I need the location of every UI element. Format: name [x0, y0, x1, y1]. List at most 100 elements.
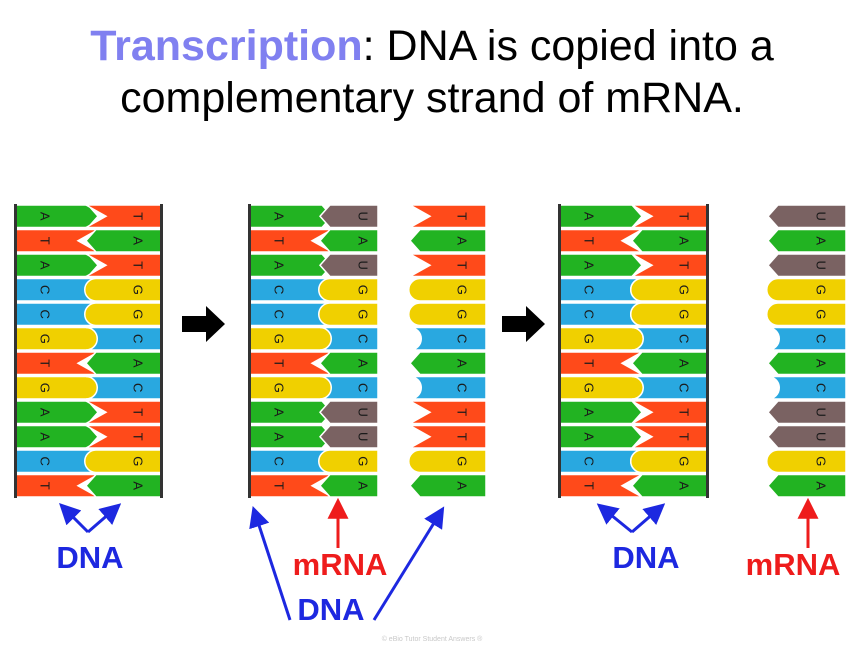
panel2-mrna-base-8 — [318, 400, 379, 425]
panel3-mrna-base-9 — [766, 424, 847, 449]
panel3-mrna-base-label-6: A — [814, 359, 829, 368]
pointer-arrows — [59, 497, 819, 621]
panel3-left-base-11 — [559, 473, 645, 498]
panel2-mrna-base-6 — [318, 351, 379, 376]
panel3-left-base-label-0: A — [582, 212, 597, 221]
panel2-free-dna-base-8 — [407, 400, 487, 425]
panel3-mrna-base-8 — [766, 400, 847, 425]
title-line1-rest: : DNA is copied into a — [362, 22, 774, 70]
panel2-mrna-base-label-9: U — [356, 432, 371, 441]
panel2-free-dna-base-3 — [408, 277, 487, 302]
panel3-right-base-label-7: C — [677, 383, 692, 392]
panel1-right-base-label-0: T — [131, 212, 146, 220]
panel1-backbone-left — [14, 204, 17, 498]
panel3-left-base-8 — [559, 400, 644, 425]
panel3-left-base-label-11: T — [582, 482, 597, 490]
panel1-right-base-label-1: A — [131, 236, 146, 245]
panel3-right-base-label-1: A — [677, 236, 692, 245]
dna-pointer-2a — [249, 506, 292, 621]
panel2-dna-base-label-11: T — [272, 482, 287, 490]
panel3-right-base-4 — [630, 302, 709, 327]
panel3-right-base-label-9: T — [677, 433, 692, 441]
panel3-right-base-5 — [631, 326, 709, 351]
panel1-right-base-1 — [84, 228, 163, 253]
dna-pointer-2b — [372, 506, 445, 621]
panel2-dna-base-label-1: T — [272, 237, 287, 245]
panel2-free-dna-base-5 — [409, 326, 487, 351]
panel2-dna-base-label-8: A — [272, 408, 287, 417]
panel1-left-base-label-4: C — [38, 310, 53, 319]
panel3-right-base-9 — [629, 424, 709, 449]
panel3-right-base-label-8: T — [677, 408, 692, 416]
panel2-dna-base-label-5: G — [272, 334, 287, 344]
panel2-free-dna-base-9 — [407, 424, 487, 449]
panel2-dna-base-label-3: C — [272, 285, 287, 294]
panel2-mrna-base-label-6: A — [356, 359, 371, 368]
panel3-mrna-base-label-11: A — [814, 481, 829, 490]
credit-text: © eBio Tutor Student Answers ® — [382, 635, 483, 643]
panel3-mrna-base-2 — [766, 253, 847, 278]
panel2-dna-base-label-10: C — [272, 457, 287, 466]
panel2-free-dna-base-7 — [409, 375, 487, 400]
panel2-free-dna-base-11 — [408, 473, 487, 498]
panel3-mrna-base-label-2: U — [814, 261, 829, 270]
panel3-right-base-7 — [631, 375, 709, 400]
panel1-left-base-label-9: A — [38, 432, 53, 441]
panel1-right-base-label-3: G — [131, 285, 146, 295]
panel3-left-base-label-7: G — [582, 383, 597, 393]
panel1-left-base-label-11: T — [38, 482, 53, 490]
panel1-left-base-label-3: C — [38, 285, 53, 294]
panel1-right-base-label-6: A — [131, 359, 146, 368]
panel1-right-base-label-10: G — [131, 456, 146, 466]
panel3-left-base-label-10: C — [582, 457, 597, 466]
panel2-mrna-base-label-10: G — [356, 456, 371, 466]
panel2-free-dna-base-label-5: C — [455, 334, 470, 343]
panel3-mrna-base-11 — [766, 473, 847, 498]
panel2-dna-base-5 — [249, 326, 334, 351]
panel3-left-base-7 — [559, 375, 644, 400]
panel3-left-base-5 — [559, 326, 644, 351]
panel3-left-base-label-5: G — [582, 334, 597, 344]
panel2-dna-base-label-6: T — [272, 359, 287, 367]
panel3-left-base-6 — [559, 351, 645, 376]
panel3-left-base-label-8: A — [582, 408, 597, 417]
panel2-mrna-base-1 — [318, 228, 379, 253]
panel1-left-base-label-6: T — [38, 359, 53, 367]
panel3-left-base-label-2: A — [582, 261, 597, 270]
panel1-right-base-6 — [84, 351, 163, 376]
panel1-left-base-label-0: A — [38, 212, 53, 221]
panel2-dna-base-label-0: A — [272, 212, 287, 221]
panel3-right-base-label-11: A — [677, 481, 692, 490]
panel3-mrna-base-1 — [766, 228, 847, 253]
panel2-mrna-base-10 — [318, 449, 379, 474]
panel1-left-base-label-2: A — [38, 261, 53, 270]
panel2-free-dna-base-label-1: A — [455, 236, 470, 245]
panel2-mrna-base-11 — [318, 473, 379, 498]
label-dna-3: DNA — [612, 540, 679, 575]
panel1-left-base-5 — [15, 326, 100, 351]
panel1-right-base-10 — [84, 449, 163, 474]
panel1-left-base-label-5: G — [38, 334, 53, 344]
panel2-mrna-base-label-11: A — [356, 481, 371, 490]
panel3-mrna-base-7 — [767, 375, 847, 400]
panel2-free-dna-base-label-8: T — [455, 408, 470, 416]
panel2-mrna-base-label-8: U — [356, 408, 371, 417]
stage-arrow-1 — [182, 306, 225, 342]
panel1-right-base-7 — [85, 375, 163, 400]
panel1-right-base-5 — [85, 326, 163, 351]
panel2-mrna-base-2 — [318, 253, 379, 278]
panel3-left-base-label-9: A — [582, 432, 597, 441]
panel3-mrna-base-10 — [766, 449, 847, 474]
title-line2: complementary strand of mRNA. — [120, 74, 744, 122]
stage-arrow-2 — [502, 306, 545, 342]
panel2-free-dna-base-label-7: C — [455, 383, 470, 392]
panel2-free-dna-base-label-10: G — [455, 456, 470, 466]
panel3-left-base-label-6: T — [582, 359, 597, 367]
panel1-right-base-label-5: C — [131, 334, 146, 343]
panel3-mrna-base-4 — [766, 302, 847, 327]
panel2-free-dna-base-0 — [407, 204, 487, 229]
panel3-left-base-0 — [559, 204, 644, 229]
panel2-mrna-base-label-4: G — [356, 309, 371, 319]
panel3-mrna-base-label-3: G — [814, 285, 829, 295]
panel1-left-base-7 — [15, 375, 100, 400]
